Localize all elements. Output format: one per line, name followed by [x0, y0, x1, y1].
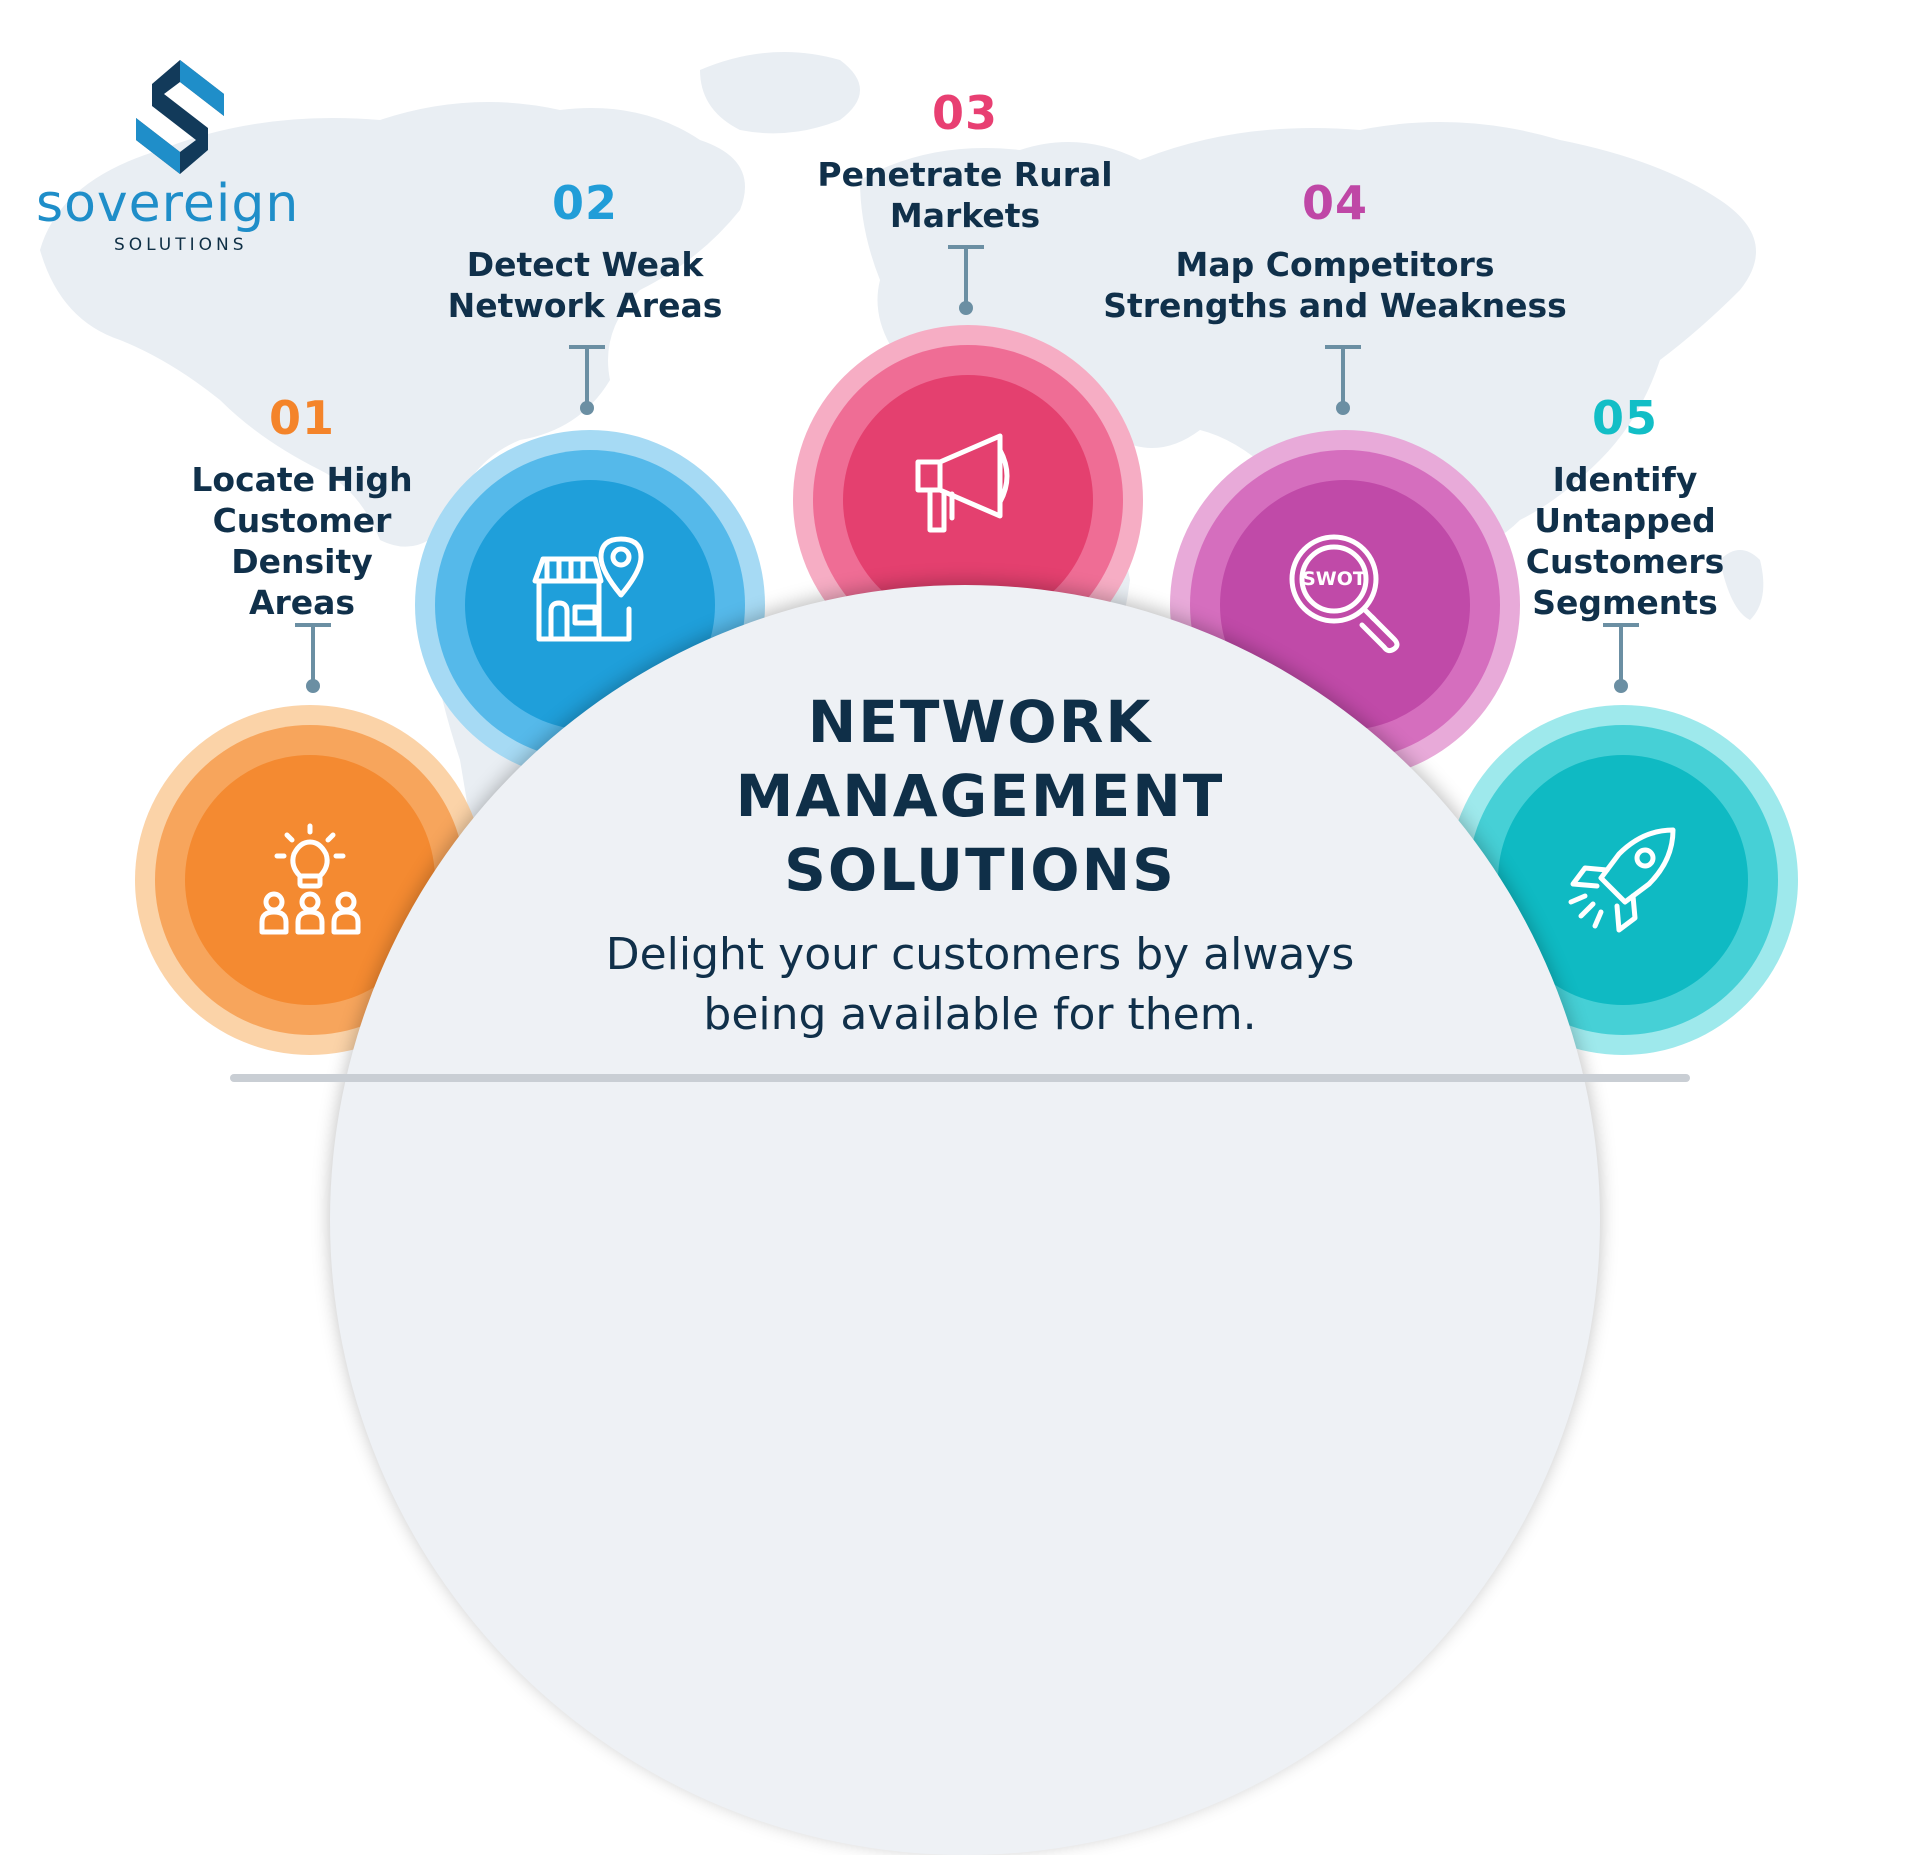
- step-02-label: Detect Weak Network Areas: [447, 245, 723, 325]
- rocket-icon: [1568, 827, 1676, 933]
- idea-people-icon: [259, 823, 361, 935]
- step-04-connector: [1325, 345, 1361, 415]
- brand-tagline: SOLUTIONS: [114, 235, 248, 255]
- step-05-label: Identify Untapped Customers Segments: [1525, 460, 1725, 622]
- step-01-connector: [295, 623, 331, 693]
- step-04-text: 04 Map Competitors Strengths and Weaknes…: [1100, 180, 1570, 326]
- step-01-number: 01: [268, 391, 335, 445]
- step-02-text: 02 Detect Weak Network Areas: [430, 180, 740, 326]
- brand-name: sovereign: [36, 174, 300, 234]
- step-05-connector: [1603, 623, 1639, 693]
- svg-text:SWOT: SWOT: [1302, 568, 1366, 590]
- step-03-text: 03 Penetrate Rural Markets: [815, 90, 1115, 236]
- main-title: NETWORK MANAGEMENT SOLUTIONS: [735, 688, 1225, 904]
- step-05-number: 05: [1591, 391, 1658, 445]
- main-subtitle: Delight your customers by always being a…: [605, 929, 1355, 1040]
- step-04-number: 04: [1301, 176, 1368, 230]
- step-01-circle: [135, 705, 485, 1055]
- step-03-label: Penetrate Rural Markets: [817, 155, 1113, 235]
- step-01-text: 01 Locate High Customer Density Areas: [182, 395, 422, 623]
- brand-logo: sovereign SOLUTIONS: [36, 58, 336, 258]
- step-03-connector: [948, 245, 984, 315]
- step-05-text: 05 Identify Untapped Customers Segments: [1500, 395, 1750, 623]
- step-02-number: 02: [551, 176, 618, 230]
- store-location-icon: [532, 536, 644, 642]
- step-02-connector: [569, 345, 605, 415]
- megaphone-icon: [915, 433, 1010, 533]
- sovereign-mark-icon: [136, 60, 224, 174]
- ground-shadow: [230, 1074, 1690, 1082]
- step-03-number: 03: [931, 86, 998, 140]
- step-04-label: Map Competitors Strengths and Weakness: [1103, 245, 1567, 325]
- swot-magnifier-icon: SWOT: [1289, 534, 1400, 654]
- step-01-label: Locate High Customer Density Areas: [191, 460, 413, 622]
